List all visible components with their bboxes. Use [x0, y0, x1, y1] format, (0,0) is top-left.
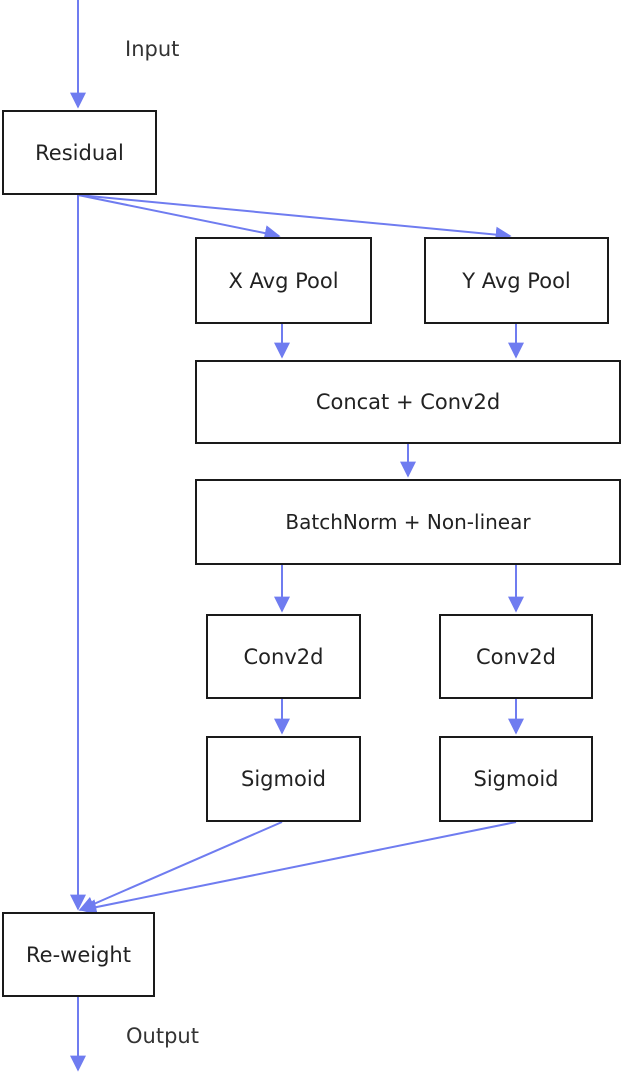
batchnorm-node: BatchNorm + Non-linear [195, 479, 621, 565]
y-avg-pool-node: Y Avg Pool [424, 237, 609, 324]
conv-left-label: Conv2d [243, 644, 324, 669]
sigmoid-left-node: Sigmoid [206, 736, 361, 822]
conv-left-node: Conv2d [206, 614, 361, 699]
x-avg-pool-label: X Avg Pool [228, 268, 339, 293]
sigmoid-right-label: Sigmoid [473, 767, 559, 791]
reweight-node: Re-weight [2, 912, 155, 997]
concat-conv-label: Concat + Conv2d [315, 390, 501, 414]
concat-conv-node: Concat + Conv2d [195, 360, 621, 444]
residual-label: Residual [35, 140, 124, 165]
edge-sigmoid-left-to-reweight [78, 821, 283, 912]
batchnorm-label: BatchNorm + Non-linear [285, 510, 531, 534]
x-avg-pool-node: X Avg Pool [195, 237, 372, 324]
output-label: Output [126, 1024, 199, 1048]
input-label: Input [125, 37, 180, 61]
residual-node: Residual [2, 110, 157, 195]
conv-right-node: Conv2d [439, 614, 593, 699]
edge-sigmoid-right-to-reweight [80, 821, 517, 915]
edge-residual-to-xpool [77, 194, 281, 241]
y-avg-pool-label: Y Avg Pool [462, 268, 571, 293]
sigmoid-right-node: Sigmoid [439, 736, 593, 822]
reweight-label: Re-weight [26, 942, 131, 967]
sigmoid-left-label: Sigmoid [241, 767, 326, 791]
edge-residual-to-ypool [77, 194, 512, 243]
conv-right-label: Conv2d [476, 644, 556, 669]
